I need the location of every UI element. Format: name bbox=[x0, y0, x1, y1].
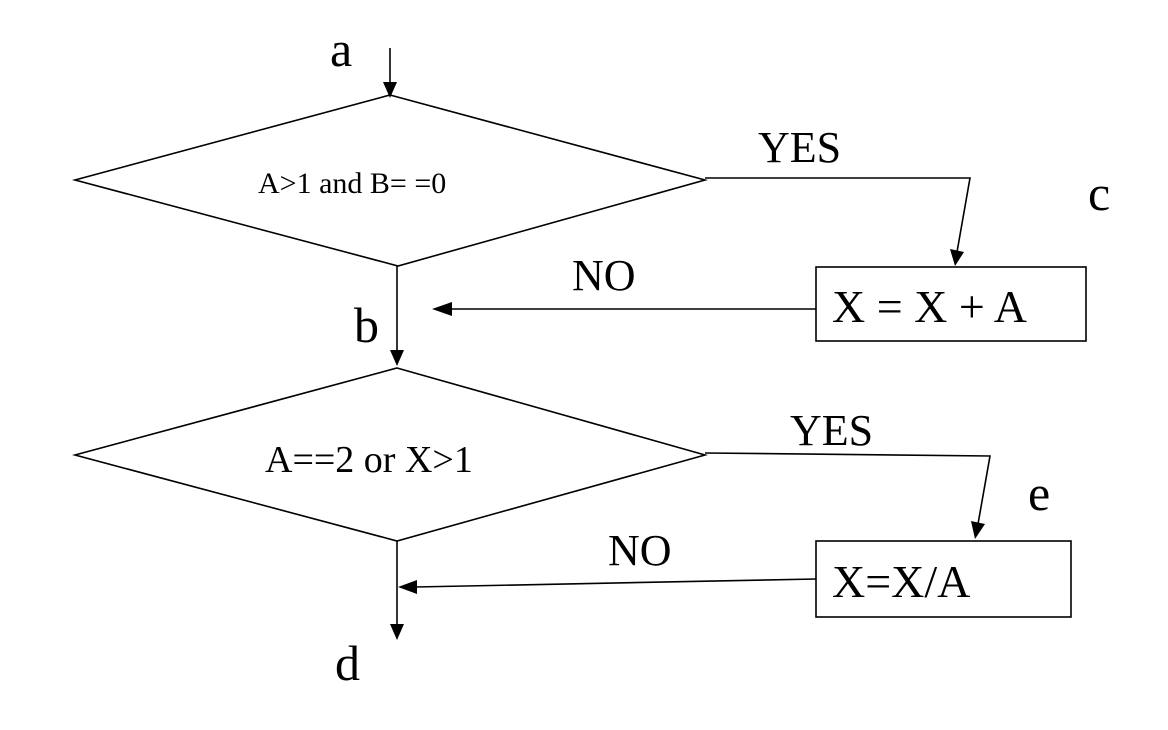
process-2-text: X=X/A bbox=[832, 556, 970, 607]
process-2-return-line bbox=[414, 578, 817, 588]
decision-1-diamond bbox=[71, 94, 709, 267]
process-2-return-arrowhead bbox=[398, 580, 417, 594]
point-label-b: b bbox=[354, 297, 379, 353]
process-1-text: X = X + A bbox=[832, 281, 1027, 332]
point-label-d: d bbox=[335, 635, 360, 691]
process-1-return-arrowhead bbox=[432, 302, 452, 316]
exit-arrowhead bbox=[390, 624, 404, 640]
entry-arrowhead bbox=[383, 82, 397, 98]
decision-2-no-label: NO bbox=[608, 526, 672, 575]
decision-2-yes-label: YES bbox=[790, 406, 873, 455]
decision-1-yes-connector bbox=[705, 177, 971, 253]
decision-1-condition: A>1 and B= =0 bbox=[258, 167, 446, 200]
decision-2-condition: A==2 or X>1 bbox=[265, 439, 473, 481]
decision-1-yes-label: YES bbox=[758, 123, 841, 172]
decision-1-yes-arrowhead bbox=[950, 249, 964, 266]
decision-2-yes-connector bbox=[704, 452, 991, 525]
point-label-c: c bbox=[1088, 165, 1110, 221]
decision-1-to-2-arrowhead bbox=[390, 350, 404, 366]
point-label-e: e bbox=[1028, 465, 1050, 521]
decision-2-yes-arrowhead bbox=[971, 521, 985, 539]
point-label-a: a bbox=[330, 21, 352, 77]
decision-1-no-label: NO bbox=[572, 251, 636, 300]
process-1-box bbox=[815, 266, 1087, 342]
